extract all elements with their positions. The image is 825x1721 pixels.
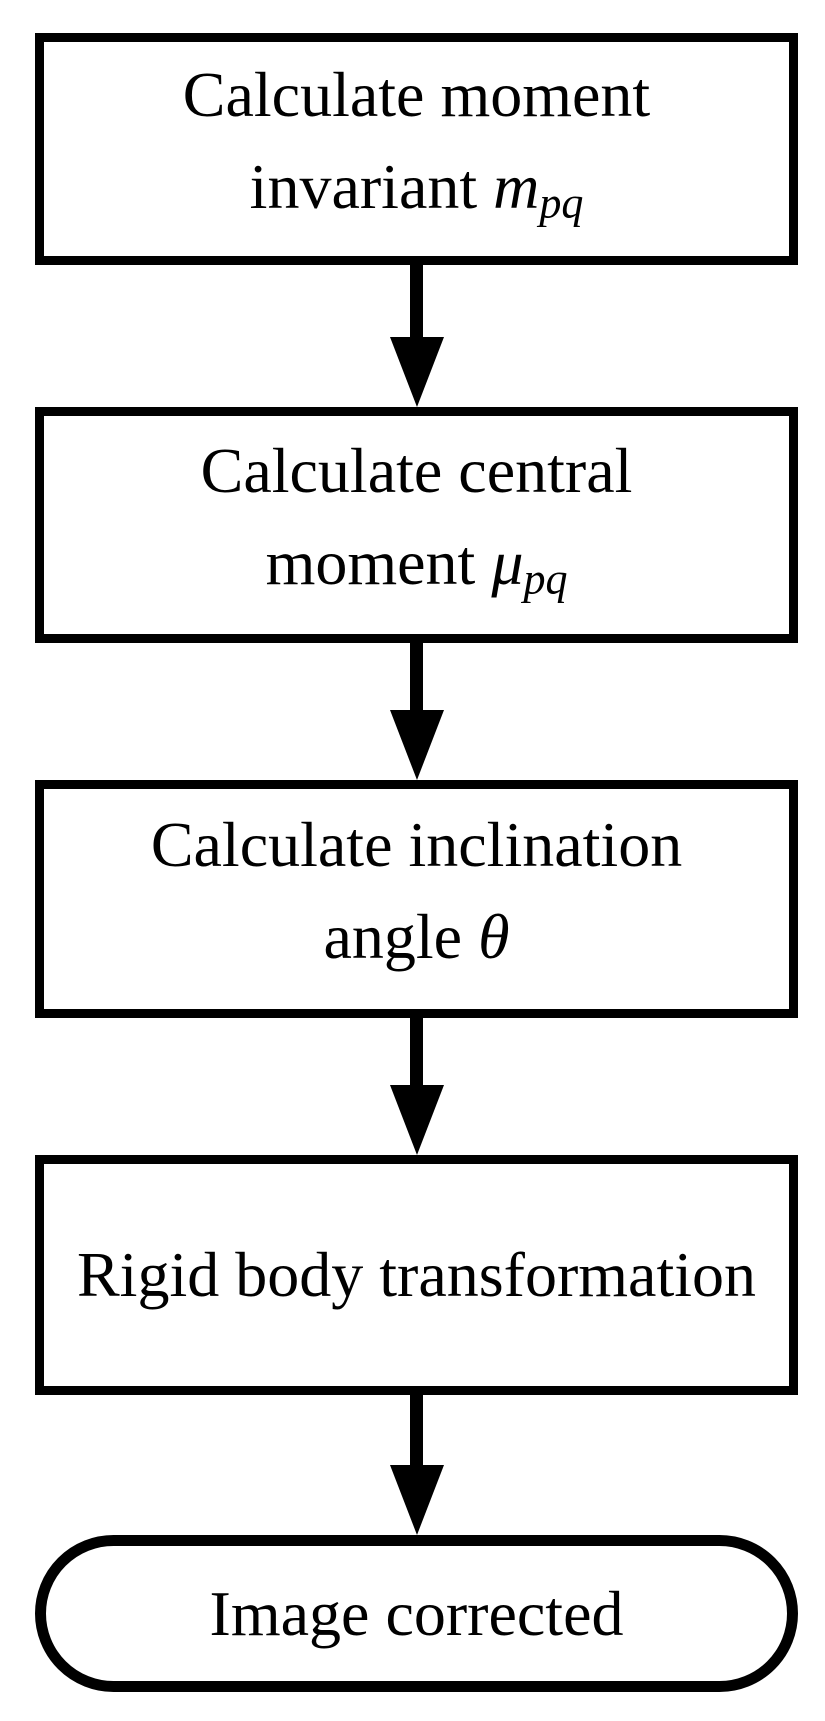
node-label-line1: Calculate central	[200, 434, 633, 506]
flow-node-image-corrected: Image corrected	[35, 1535, 798, 1692]
arrow-down-icon	[389, 337, 444, 407]
math-symbol-mu: μ	[491, 526, 524, 598]
flow-node-calculate-inclination-angle: Calculate inclination angle θ	[35, 780, 798, 1018]
arrow-shaft	[410, 265, 423, 337]
flow-node-calculate-moment-invariant: Calculate moment invariant mpq	[35, 33, 798, 265]
node-label-line2-text: invariant	[249, 150, 494, 222]
node-label-line2: invariant mpq	[250, 141, 584, 250]
math-subscript-pq: pq	[539, 178, 584, 228]
node-label-line1: Rigid body transformation	[76, 1239, 757, 1310]
arrow-down-icon	[389, 1085, 444, 1155]
node-label-line1: Calculate inclination	[150, 808, 683, 880]
arrow-shaft	[410, 643, 423, 710]
node-label-line2: moment μpq	[266, 517, 568, 626]
flow-node-calculate-central-moment: Calculate central moment μpq	[35, 407, 798, 643]
math-symbol-m: m	[493, 150, 540, 222]
arrow-shaft	[410, 1395, 423, 1465]
arrow-shaft	[410, 1018, 423, 1085]
node-label-line1: Calculate moment	[182, 58, 651, 130]
connector-arrow-4	[389, 1395, 444, 1535]
node-label-line1: Image corrected	[209, 1577, 624, 1649]
connector-arrow-3	[389, 1018, 444, 1155]
connector-arrow-1	[389, 265, 444, 407]
connector-arrow-2	[389, 643, 444, 780]
node-label-line2-text: moment	[265, 526, 492, 598]
arrow-down-icon	[389, 1465, 444, 1535]
node-label-line2: angle θ	[323, 891, 509, 1000]
node-label-line2-text: angle	[323, 900, 479, 972]
flow-node-rigid-body-transformation: Rigid body transformation	[35, 1155, 798, 1395]
math-symbol-theta: θ	[478, 900, 510, 972]
arrow-down-icon	[389, 710, 444, 780]
math-subscript-pq: pq	[523, 554, 568, 604]
